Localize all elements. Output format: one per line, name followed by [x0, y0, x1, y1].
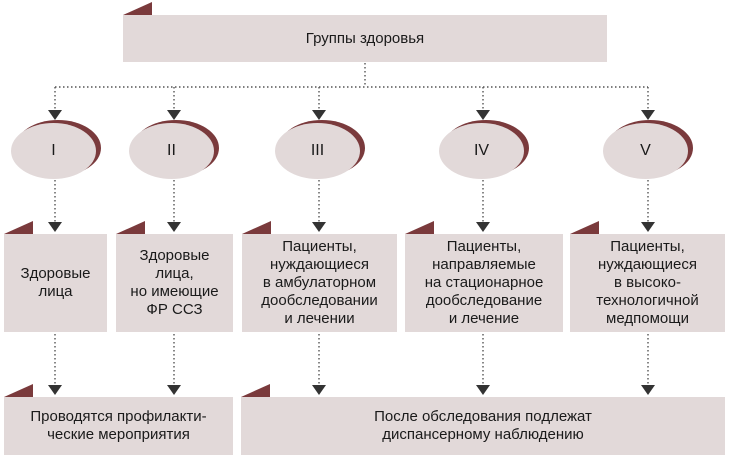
box-tab-corner: [570, 221, 599, 234]
outcome-box-prevention: Проводятся профилакти- ческие мероприяти…: [4, 397, 233, 455]
group-numeral: IV: [473, 142, 490, 159]
group-ellipse-2: II: [129, 120, 219, 180]
group-description: Пациенты, направляемые на стационарное д…: [424, 238, 544, 327]
group-description: Здоровые лица: [20, 265, 91, 300]
box-tab-corner: [242, 221, 271, 234]
group-numeral: I: [51, 142, 56, 159]
group-ellipse-1: I: [11, 120, 101, 180]
group-numeral: II: [167, 142, 176, 159]
box-tab-corner: [116, 221, 145, 234]
arrow-down-icon: [167, 222, 181, 232]
group-description-box-4: Пациенты, направляемые на стационарное д…: [405, 234, 563, 332]
arrow-down-icon: [312, 385, 326, 395]
group-description: Пациенты, нуждающиеся в высоко- технолог…: [596, 238, 699, 327]
header-title: Группы здоровья: [305, 29, 425, 47]
group-description: Здоровые лица, но имеющие ФР ССЗ: [130, 247, 219, 318]
outcome-text: Проводятся профилакти- ческие мероприяти…: [30, 408, 207, 443]
group-ellipse-3: III: [275, 120, 365, 180]
arrow-down-icon: [641, 110, 655, 120]
group-description-box-3: Пациенты, нуждающиеся в амбулаторном доо…: [242, 234, 397, 332]
group-ellipse-4: IV: [439, 120, 529, 180]
group-description-box-2: Здоровые лица, но имеющие ФР ССЗ: [116, 234, 233, 332]
arrow-down-icon: [641, 385, 655, 395]
header-box: Группы здоровья: [123, 15, 607, 62]
arrow-down-icon: [476, 110, 490, 120]
arrow-down-icon: [48, 222, 62, 232]
outcome-text: После обследования подлежат диспансерном…: [374, 408, 592, 443]
box-tab-corner: [4, 221, 33, 234]
outcome-box-dispensary: После обследования подлежат диспансерном…: [241, 397, 725, 455]
header-tab-corner: [123, 2, 152, 15]
group-numeral: V: [640, 142, 651, 159]
arrow-down-icon: [312, 110, 326, 120]
arrow-down-icon: [476, 222, 490, 232]
arrow-down-icon: [48, 385, 62, 395]
group-numeral: III: [310, 142, 325, 159]
group-description-box-5: Пациенты, нуждающиеся в высоко- технолог…: [570, 234, 725, 332]
arrow-down-icon: [312, 222, 326, 232]
arrow-down-icon: [167, 385, 181, 395]
group-ellipse-5: V: [603, 120, 693, 180]
arrow-down-icon: [167, 110, 181, 120]
arrow-down-icon: [48, 110, 62, 120]
group-description: Пациенты, нуждающиеся в амбулаторном доо…: [261, 238, 378, 327]
outcome-tab-corner: [241, 384, 270, 397]
arrow-down-icon: [476, 385, 490, 395]
outcome-tab-corner: [4, 384, 33, 397]
arrow-down-icon: [641, 222, 655, 232]
group-description-box-1: Здоровые лица: [4, 234, 107, 332]
box-tab-corner: [405, 221, 434, 234]
